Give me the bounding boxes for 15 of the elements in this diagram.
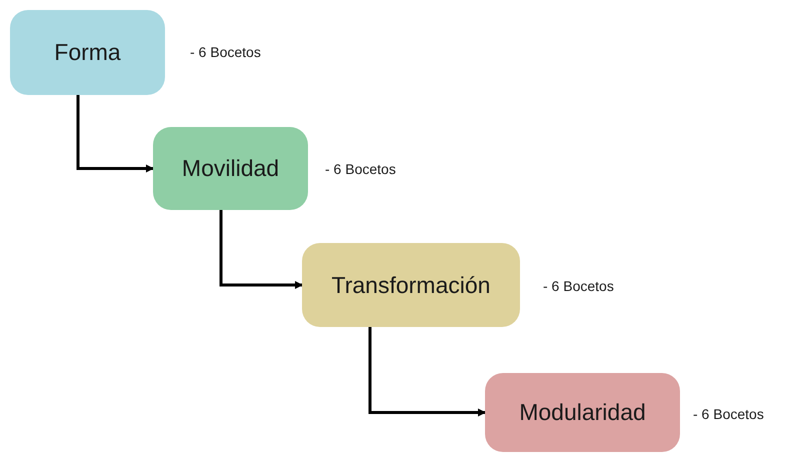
arrow [76, 95, 154, 172]
process-box [302, 243, 520, 327]
process-box [10, 10, 165, 95]
note-text: - 6 Bocetos [325, 161, 396, 177]
process-box [485, 373, 680, 452]
note-text: - 6 Bocetos [190, 44, 261, 60]
arrow [368, 327, 486, 416]
process-box [153, 127, 308, 210]
node-label: Transformación [332, 272, 490, 298]
note-text: - 6 Bocetos [543, 278, 614, 294]
note-text: - 6 Bocetos [693, 406, 764, 422]
arrow [220, 210, 303, 289]
node-label: Modularidad [519, 399, 646, 426]
node-label: Movilidad [182, 155, 280, 182]
node-label: Forma [54, 39, 121, 66]
